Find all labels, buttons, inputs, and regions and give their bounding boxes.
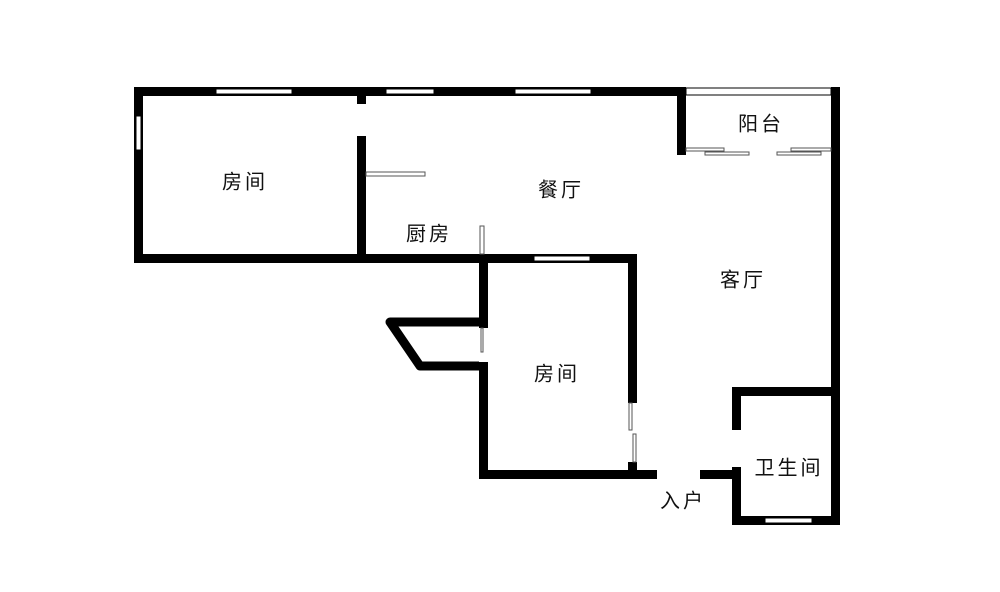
bathroom-left-wall-lower [732, 467, 741, 525]
window [215, 88, 293, 95]
bathroom-left-wall-upper [732, 387, 741, 430]
kitchen-door [479, 225, 485, 255]
room-label-bathroom: 卫生间 [754, 455, 824, 480]
closet-wall [385, 317, 479, 371]
room-label-bedroom-1: 房间 [222, 169, 268, 194]
room-label-dining: 餐厅 [538, 177, 584, 202]
room-label-entrance: 入户 [660, 488, 706, 513]
room-label-living: 客厅 [720, 267, 766, 292]
window [135, 115, 142, 151]
window [533, 255, 591, 262]
entrance-stub [700, 470, 740, 479]
room-label-bedroom-2: 房间 [534, 361, 580, 386]
window [764, 517, 813, 524]
bathroom-top-wall [732, 387, 840, 396]
balcony-sliding-door [685, 147, 725, 152]
bedroom-2-bottom-wall [479, 470, 657, 479]
bedroom-2-sliding-door [628, 402, 633, 431]
bedroom-2-left-wall-lower [479, 362, 488, 479]
bedroom-2-left-wall-upper [479, 254, 488, 328]
balcony-window [685, 87, 832, 96]
room-label-balcony: 阳台 [738, 111, 784, 136]
left-wall [134, 87, 143, 263]
balcony-sliding-door [704, 151, 750, 156]
bedroom-2-right-wall [628, 254, 637, 403]
window [514, 88, 592, 95]
partition-stub [357, 96, 366, 104]
balcony-left-wall [677, 87, 686, 155]
balcony-sliding-door [776, 151, 822, 156]
right-wall [831, 87, 840, 525]
closet-door [480, 327, 484, 353]
bedroom-2-sliding-door [632, 433, 637, 463]
shelf [365, 171, 426, 177]
doors [365, 147, 832, 463]
room-label-kitchen: 厨房 [406, 221, 452, 246]
balcony-sliding-door [790, 147, 832, 152]
bedroom-1-bottom-wall [134, 254, 637, 263]
window [385, 88, 435, 95]
windows [135, 87, 832, 524]
bedroom-1-kitchen-partition [357, 136, 366, 263]
